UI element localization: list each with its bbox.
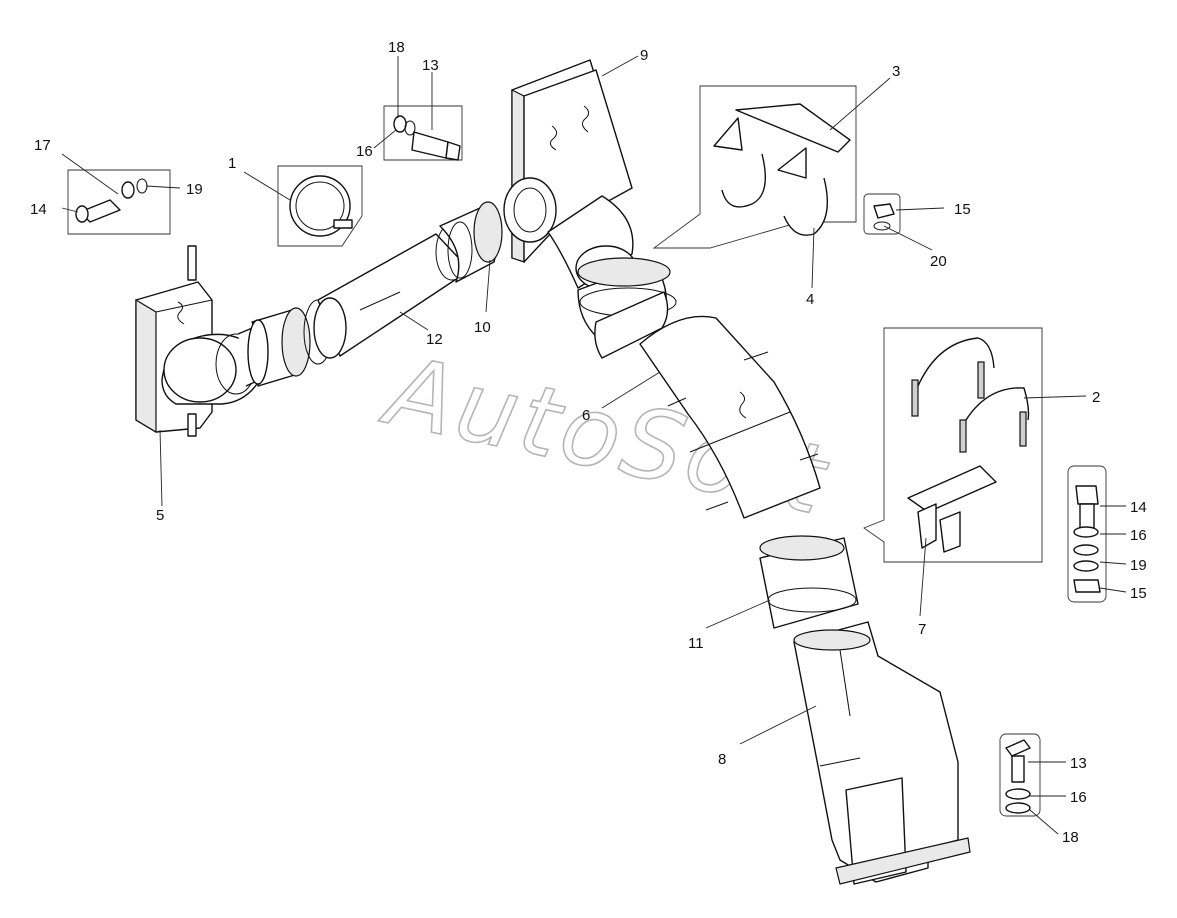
part-1-clamp-detail [277, 165, 363, 247]
callout-12: 12 [426, 331, 443, 348]
callout-13-top: 13 [422, 57, 439, 74]
part-2-7-bracket-detail [863, 327, 1043, 563]
callout-10: 10 [474, 319, 491, 336]
callout-17: 17 [34, 137, 51, 154]
leader-lines [61, 55, 1127, 835]
callout-6: 6 [582, 407, 590, 424]
part-9-air-box [503, 59, 637, 291]
callout-9: 9 [640, 47, 648, 64]
callout-8: 8 [718, 751, 726, 768]
upper-ribbed-coupling [577, 257, 677, 359]
callout-16-top: 16 [356, 143, 373, 160]
part-10-coupling [439, 201, 503, 283]
coupling-left [247, 299, 333, 387]
part-6-middle-duct [639, 315, 821, 519]
hardware-group-right [1067, 465, 1107, 603]
hardware-group-left [67, 169, 171, 235]
callout-4: 4 [806, 291, 814, 308]
hardware-group-lower-right [999, 733, 1041, 817]
callout-3: 3 [892, 63, 900, 80]
callout-14-left: 14 [30, 201, 47, 218]
callout-18-top: 18 [388, 39, 405, 56]
part-11-lower-coupling [759, 535, 859, 629]
callout-15-upper: 15 [954, 201, 971, 218]
callout-5: 5 [156, 507, 164, 524]
callout-11: 11 [688, 635, 704, 652]
callout-7: 7 [918, 621, 926, 638]
callout-20: 20 [930, 253, 947, 270]
part-12-pipe [313, 223, 471, 359]
callout-16-right: 16 [1130, 527, 1147, 544]
part-3-4-bracket-detail [652, 85, 857, 249]
callout-1: 1 [228, 155, 236, 172]
part-8-lower-duct [793, 621, 971, 885]
callout-13-lower-right: 13 [1070, 755, 1087, 772]
callout-14-right: 14 [1130, 499, 1147, 516]
callout-19-right: 19 [1130, 557, 1147, 574]
callout-18-lower-right: 18 [1062, 829, 1079, 846]
callout-2: 2 [1092, 389, 1100, 406]
hardware-group-nut-upper [863, 193, 901, 235]
callout-19-left: 19 [186, 181, 203, 198]
callout-labels: 1 2 3 4 5 6 7 8 9 10 11 12 13 13 14 14 1… [30, 39, 1147, 846]
hardware-group-top [383, 105, 463, 161]
callout-16-lower-right: 16 [1070, 789, 1087, 806]
callout-15-right: 15 [1130, 585, 1147, 602]
